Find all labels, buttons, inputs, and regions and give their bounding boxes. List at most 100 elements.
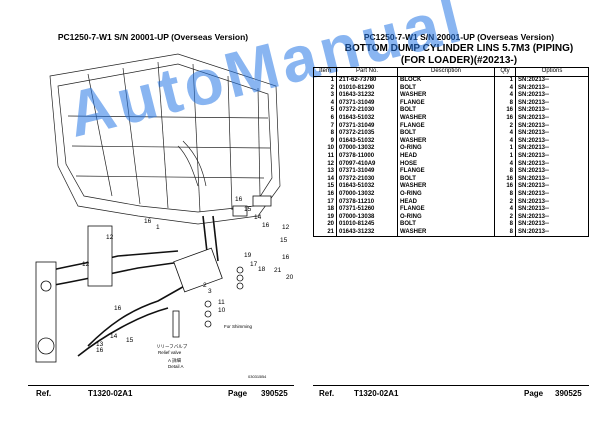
cell-description: O-RING xyxy=(397,213,495,222)
cell-options: SN:20213-- xyxy=(515,183,589,191)
callout: 12 xyxy=(106,234,114,241)
cell-part-no: 07097-410A9 xyxy=(336,160,398,169)
exploded-parts-drawing: 16 1 12 16 15 14 16 12 15 16 19 17 18 21… xyxy=(35,53,294,379)
cell-item: 7 xyxy=(313,122,337,131)
callout: 15 xyxy=(244,206,252,213)
cell-item: 8 xyxy=(313,130,337,138)
cell-options: SN:20213-- xyxy=(515,137,589,146)
cell-item: 9 xyxy=(313,137,337,146)
cell-qty: 4 xyxy=(494,206,516,214)
col-qty: Qty xyxy=(494,67,516,77)
right-title-line2: (FOR LOADER)(#20213-) xyxy=(400,55,518,66)
cell-item: 14 xyxy=(313,175,337,184)
callout: 16 xyxy=(235,196,243,203)
right-page-value: 390525 xyxy=(555,389,582,398)
drawing-number: 030315B4 xyxy=(248,374,267,379)
cell-description: WASHER xyxy=(397,137,495,146)
cell-options: SN:20213-- xyxy=(515,213,589,222)
cell-qty: 16 xyxy=(494,107,516,115)
callout: 11 xyxy=(218,299,225,306)
right-ref-value: T1320-02A1 xyxy=(354,389,399,398)
col-description: Description xyxy=(397,67,495,77)
cell-qty: 8 xyxy=(494,168,516,176)
cell-qty: 8 xyxy=(494,190,516,199)
relief-valve-jp-label: リリーフバルブ xyxy=(156,343,188,349)
callout: 21 xyxy=(274,267,282,274)
cell-description: FLANGE xyxy=(397,122,495,131)
callout: 16 xyxy=(262,222,270,229)
cell-options: SN:20213-- xyxy=(515,84,589,93)
cell-options: SN:20213-- xyxy=(515,152,589,161)
cell-description: HEAD xyxy=(397,152,495,161)
cell-description: BLOCK xyxy=(397,76,495,85)
cell-options: SN:20213-- xyxy=(515,99,589,108)
callout: 3 xyxy=(208,288,212,295)
cell-part-no: 01010-81290 xyxy=(336,84,398,93)
callout: 16 xyxy=(144,218,152,225)
cell-options: SN:20213-- xyxy=(515,92,589,100)
relief-valve-label: Relief valve xyxy=(158,350,182,355)
right-page-label: Page xyxy=(524,389,544,398)
cell-item: 4 xyxy=(313,99,337,108)
cell-item: 1 xyxy=(313,76,337,85)
cell-options: SN:20213-- xyxy=(515,122,589,131)
cell-options: SN:20213-- xyxy=(515,228,589,238)
cell-description: FLANGE xyxy=(397,99,495,108)
cell-part-no: 07000-13032 xyxy=(336,190,398,199)
right-title-line1: BOTTOM DUMP CYLINDER LINS 5.7M3 (PIPING) xyxy=(344,43,574,54)
cell-options: SN:20213-- xyxy=(515,107,589,115)
cell-options: SN:20213-- xyxy=(515,145,589,153)
cell-part-no: 07378-11210 xyxy=(336,198,398,207)
cell-description: HOSE xyxy=(397,160,495,169)
cell-part-no: 01643-31232 xyxy=(336,228,398,238)
cell-description: O-RING xyxy=(397,145,495,153)
right-ref-label: Ref. xyxy=(319,389,335,398)
cell-qty: 8 xyxy=(494,228,516,238)
cell-description: FLANGE xyxy=(397,206,495,214)
cell-part-no: 07372-21030 xyxy=(336,107,398,115)
callout: 16 xyxy=(282,254,290,261)
cell-qty: 16 xyxy=(494,114,516,123)
callout: 14 xyxy=(254,214,262,221)
cell-item: 16 xyxy=(313,190,337,199)
cell-qty: 4 xyxy=(494,84,516,93)
col-part-no: Part No. xyxy=(336,67,398,77)
cell-options: SN:20213-- xyxy=(515,190,589,199)
cell-qty: 16 xyxy=(494,175,516,184)
cell-item: 19 xyxy=(313,213,337,222)
cell-options: SN:20213-- xyxy=(515,76,589,85)
cell-qty: 4 xyxy=(494,92,516,100)
left-ref-value: T1320-02A1 xyxy=(88,389,133,398)
cell-part-no: 01643-51032 xyxy=(336,114,398,123)
cell-options: SN:20213-- xyxy=(515,198,589,207)
callout-labels: 16 1 12 16 15 14 16 12 15 16 19 17 18 21… xyxy=(82,196,294,379)
cell-item: 15 xyxy=(313,183,337,191)
cell-part-no: 07372-21030 xyxy=(336,175,398,184)
cell-description: FLANGE xyxy=(397,168,495,176)
cell-item: 2 xyxy=(313,84,337,93)
cell-part-no: 07000-13032 xyxy=(336,145,398,153)
callout: 14 xyxy=(110,333,118,340)
cell-part-no: 07378-11000 xyxy=(336,152,398,161)
cell-qty: 2 xyxy=(494,198,516,207)
cell-item: 11 xyxy=(313,152,337,161)
cell-qty: 1 xyxy=(494,152,516,161)
cell-item: 3 xyxy=(313,92,337,100)
callout: 13 xyxy=(96,341,104,348)
cell-description: WASHER xyxy=(397,183,495,191)
cell-description: WASHER xyxy=(397,92,495,100)
cell-part-no: 07371-31049 xyxy=(336,99,398,108)
